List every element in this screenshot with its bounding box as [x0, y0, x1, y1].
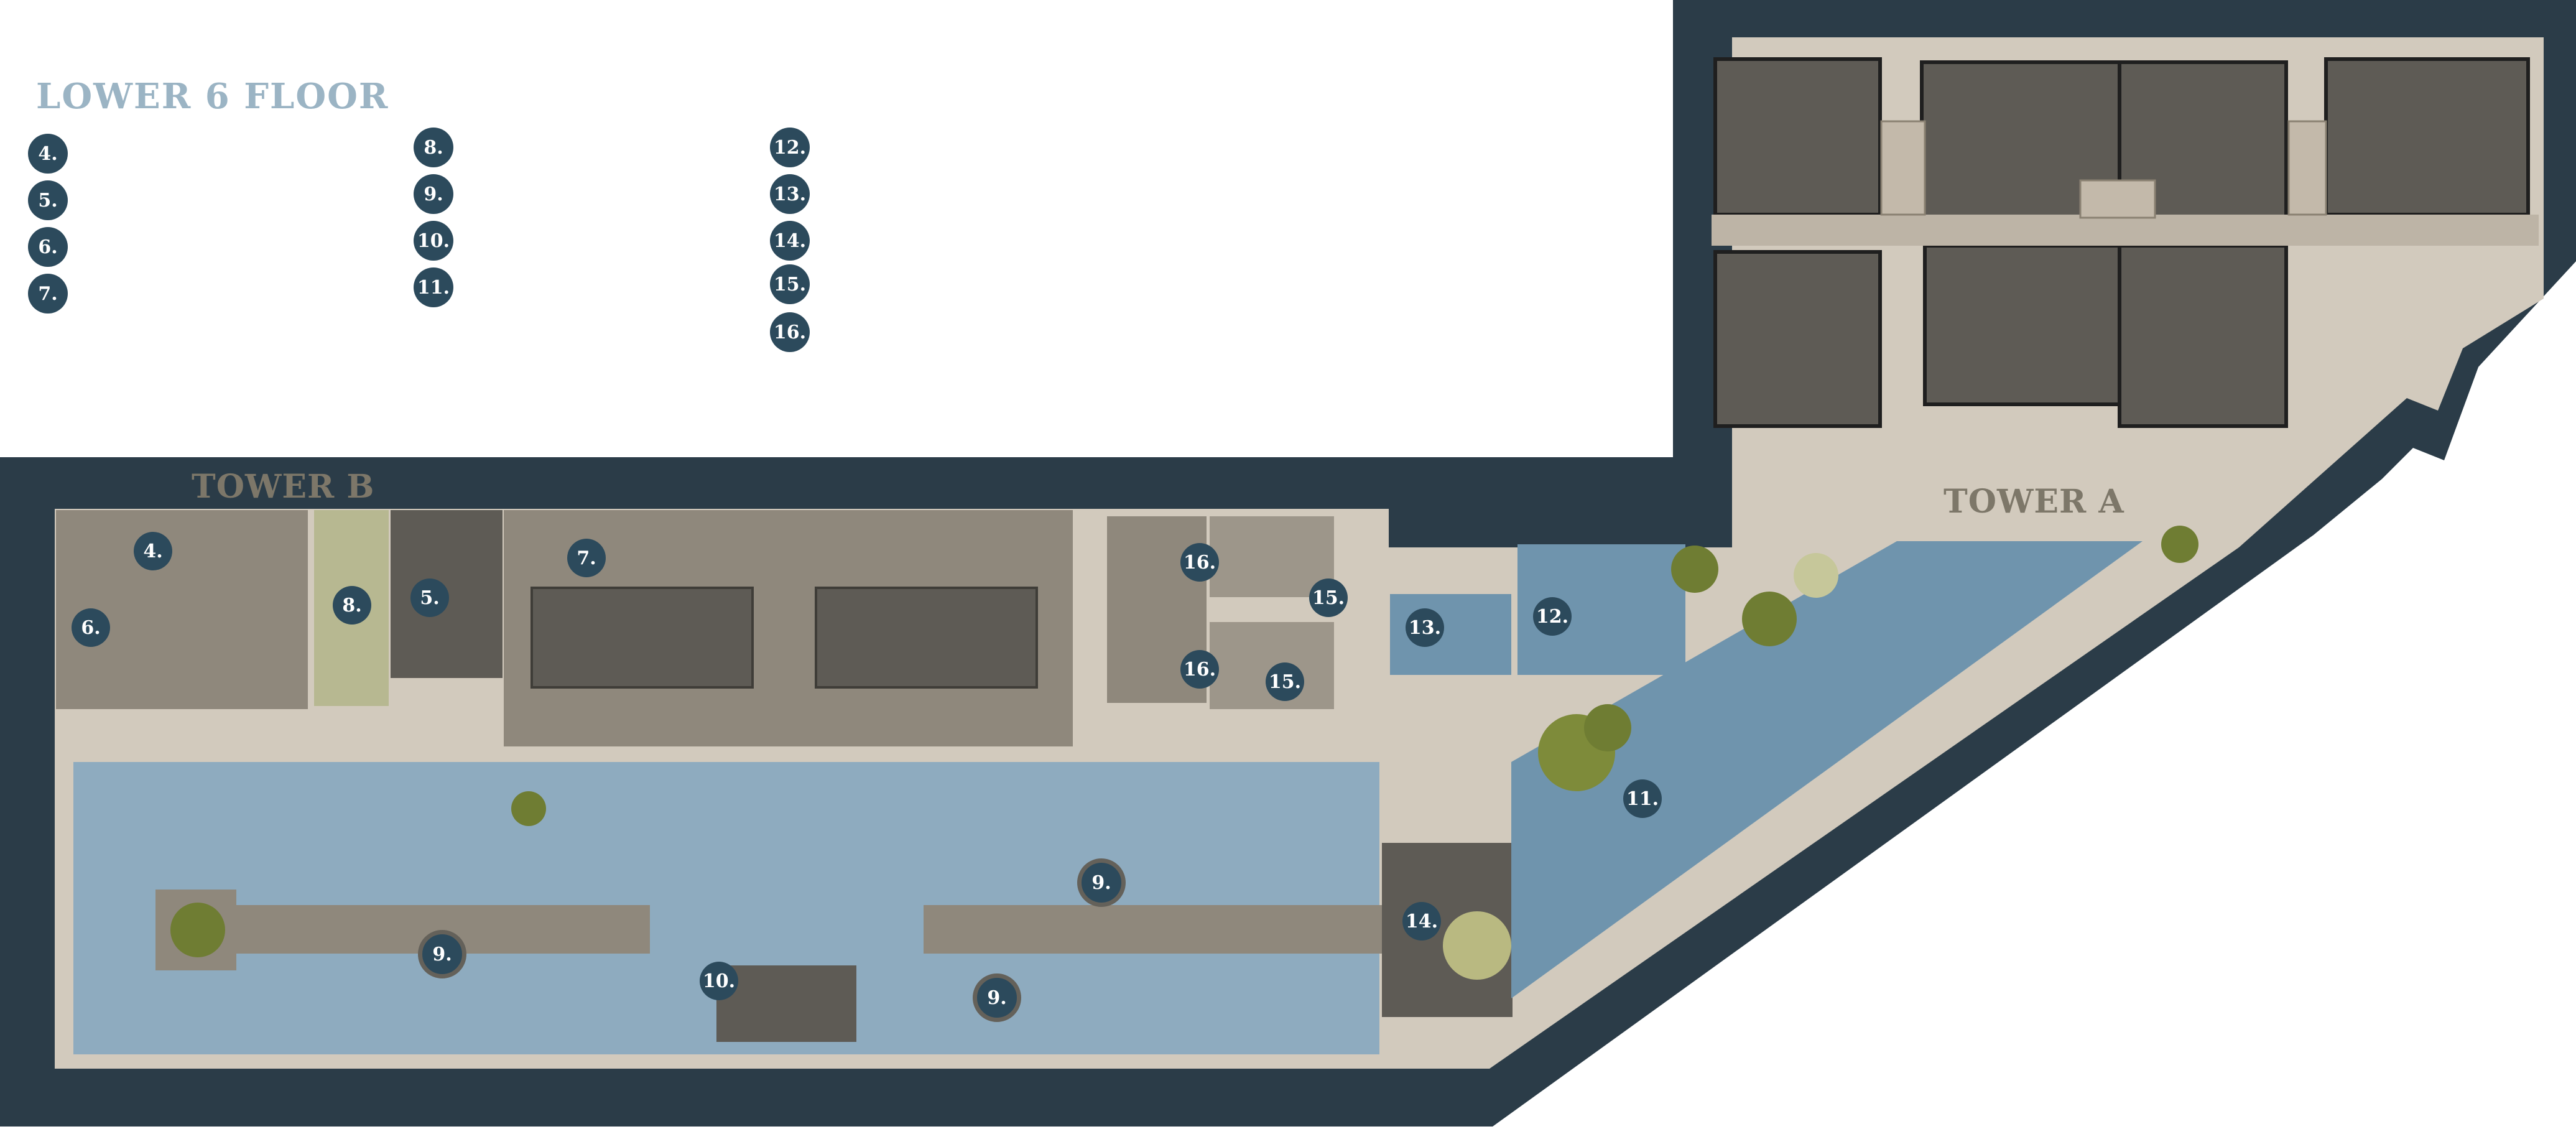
tree [2161, 526, 2198, 563]
legend-item: 7. [28, 274, 68, 314]
legend-item: 6. [28, 227, 68, 267]
plan-marker: 12. [1533, 597, 1572, 636]
tower-a-unit [2324, 57, 2530, 216]
tree [1443, 911, 1511, 980]
plan-marker: 9. [418, 930, 466, 978]
legend-item: 5. [28, 180, 68, 220]
tower-a-unit [1713, 250, 1882, 428]
room [56, 510, 308, 594]
legend-item: 4. [28, 134, 68, 174]
main-pool [1511, 541, 2143, 998]
legend-item: 13. [770, 174, 810, 214]
legend-item: 10. [414, 221, 453, 261]
plan-marker: 15. [1309, 578, 1348, 617]
plan-marker: 9. [1077, 858, 1126, 907]
legend-item: 12. [770, 128, 810, 167]
plan-marker: 4. [134, 532, 172, 570]
plan-marker: 10. [700, 962, 738, 1000]
plan-marker: 5. [410, 578, 449, 617]
plan-marker: 13. [1406, 608, 1444, 647]
tennis-court [530, 587, 754, 689]
legend-item: 9. [414, 174, 453, 214]
platform [716, 965, 856, 1042]
legend-item: 8. [414, 128, 453, 167]
plan-marker: 9. [973, 973, 1021, 1022]
room [1210, 516, 1334, 597]
plan-marker: 16. [1180, 650, 1219, 689]
floor-title: LOWER 6 FLOOR [36, 76, 389, 117]
tower-a-core [1880, 120, 1926, 216]
plan-marker: 16. [1180, 543, 1219, 582]
tower-a-unit [2118, 244, 2288, 428]
tree [1584, 704, 1631, 751]
plan-marker: 7. [567, 539, 606, 577]
legend-item: 11. [414, 267, 453, 307]
legend-item: 14. [770, 221, 810, 261]
tennis-court [815, 587, 1038, 689]
plan-marker: 15. [1266, 662, 1304, 701]
tower-a-corridor [1712, 215, 2539, 246]
walkway [924, 905, 1384, 954]
legend-item: 16. [770, 312, 810, 352]
tower-a-unit [1923, 244, 2121, 406]
tower-a-unit [1713, 57, 1882, 216]
tree [511, 791, 546, 826]
plan-marker: 14. [1402, 902, 1441, 941]
plan-marker: 6. [72, 608, 110, 647]
tree [1671, 546, 1718, 593]
tower-b-label: TOWER B [192, 468, 375, 506]
tower-a-core [2287, 120, 2327, 216]
tower-a-core [2079, 179, 2156, 219]
plan-marker: 8. [333, 586, 371, 625]
tree [1794, 553, 1838, 598]
tree [1742, 592, 1797, 646]
tower-a-label: TOWER A [1944, 483, 2124, 521]
plan-marker: 11. [1623, 779, 1662, 818]
legend-item: 15. [770, 264, 810, 304]
tree [170, 903, 225, 957]
